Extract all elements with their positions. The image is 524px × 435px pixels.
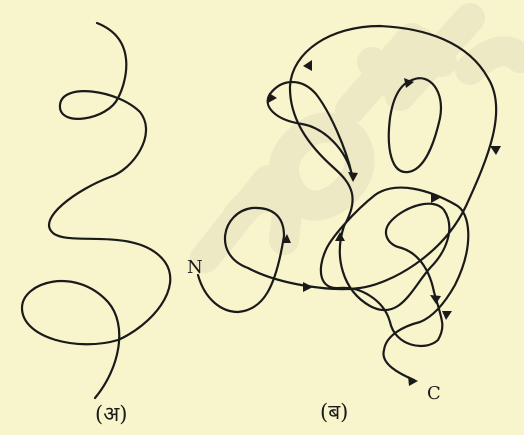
panel-a-label: (अ) bbox=[95, 402, 128, 426]
arrowhead bbox=[490, 146, 501, 155]
c-terminus-label: C bbox=[427, 383, 441, 404]
n-terminus-label: N bbox=[187, 257, 203, 278]
arrowhead bbox=[431, 193, 440, 203]
arrowhead bbox=[335, 232, 345, 241]
arrowhead bbox=[303, 282, 313, 292]
arrowhead bbox=[442, 311, 452, 320]
helix-chain bbox=[20, 21, 172, 400]
coil-right-loop bbox=[387, 77, 443, 174]
arrowhead bbox=[430, 295, 441, 304]
arrowhead bbox=[408, 376, 418, 386]
arrowhead bbox=[303, 60, 312, 71]
panel-b-label: (ब) bbox=[320, 400, 349, 424]
watermark bbox=[190, 3, 524, 273]
arrowhead bbox=[268, 93, 277, 103]
arrowhead bbox=[404, 78, 414, 88]
direction-arrowheads bbox=[268, 60, 501, 386]
arrowhead bbox=[348, 172, 358, 182]
random-coil-chain bbox=[196, 24, 498, 382]
arrowhead bbox=[282, 234, 291, 243]
